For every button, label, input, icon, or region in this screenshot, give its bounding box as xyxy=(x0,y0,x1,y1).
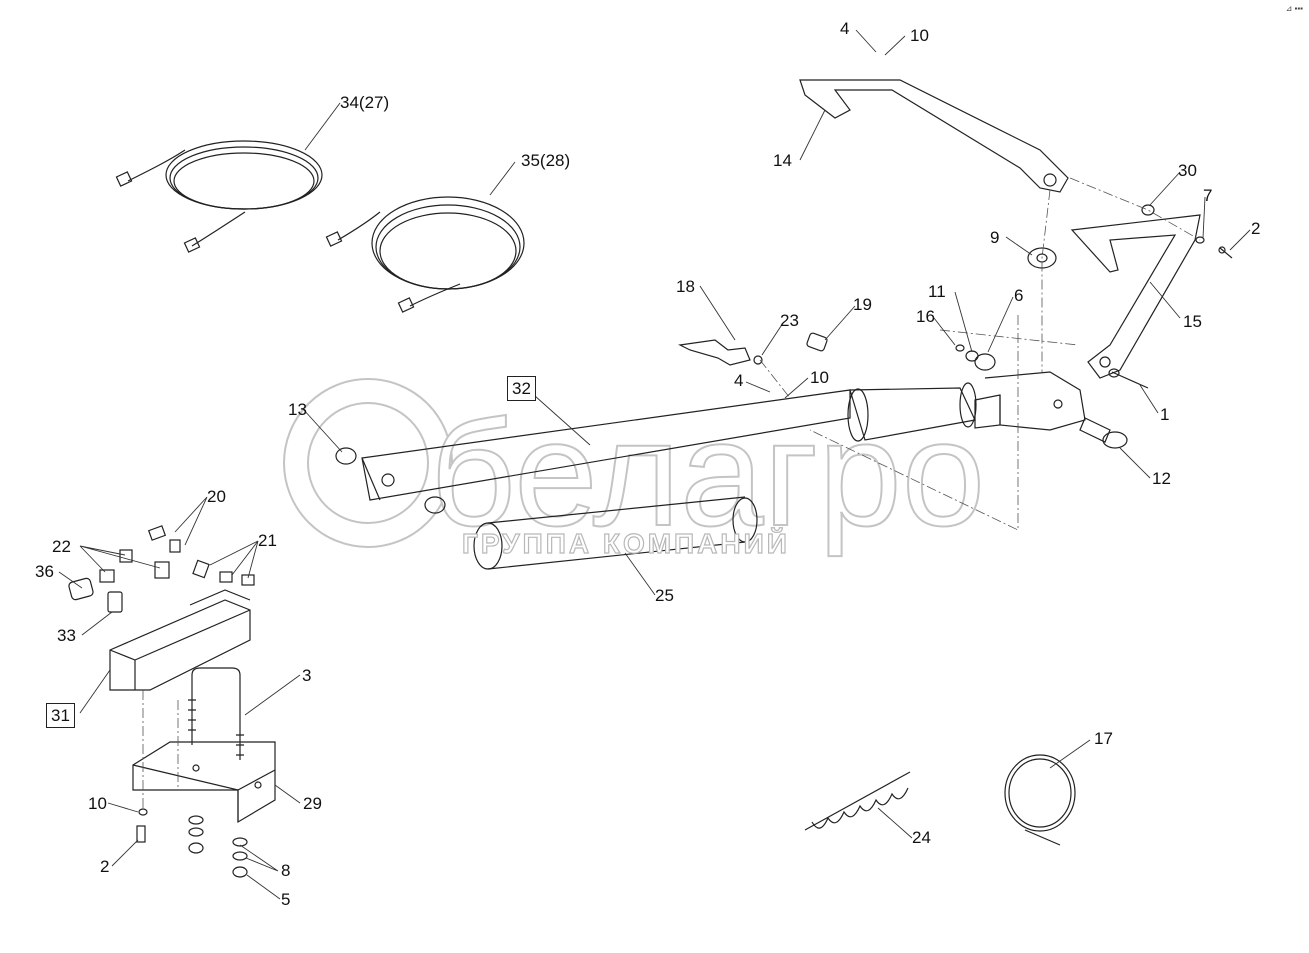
bracket-14 xyxy=(799,79,1069,193)
washer-11 xyxy=(965,350,979,362)
washer-10-bottom xyxy=(138,808,148,816)
clamp-17 xyxy=(1004,754,1076,846)
callout-34: 34(27) xyxy=(340,93,390,112)
bushing-13b xyxy=(424,496,446,514)
callout-12: 12 xyxy=(1152,469,1171,488)
callout-23: 23 xyxy=(780,311,799,330)
callout-25: 25 xyxy=(655,586,674,605)
bolt-2-bottom xyxy=(136,825,146,843)
callout-16: 16 xyxy=(916,307,935,326)
fitting-20 xyxy=(147,525,181,553)
washer-6 xyxy=(974,353,996,371)
callout-6: 6 xyxy=(1014,286,1024,305)
callout-2-bottom: 2 xyxy=(100,857,110,876)
callout-35: 35(28) xyxy=(521,151,571,170)
callout-20: 20 xyxy=(207,487,226,506)
nut-5 xyxy=(188,842,248,878)
block-31 xyxy=(109,589,251,691)
callout-14: 14 xyxy=(773,151,792,170)
callout-19: 19 xyxy=(853,295,872,314)
callout-4-top: 4 xyxy=(840,19,850,38)
washer-7 xyxy=(1195,236,1205,244)
callout-7: 7 xyxy=(1203,186,1213,205)
callout-31: 31 xyxy=(46,703,75,728)
callout-2-top: 2 xyxy=(1251,219,1261,238)
callout-10-bottom: 10 xyxy=(88,794,107,813)
callout-33: 33 xyxy=(57,626,76,645)
corner-mark: ⊿ ▪▪▪ xyxy=(1285,4,1303,13)
callout-11: 11 xyxy=(928,282,946,301)
callout-17: 17 xyxy=(1094,729,1113,748)
valve-18 xyxy=(678,339,763,366)
leader-lines xyxy=(58,29,1251,900)
plate-29 xyxy=(132,741,276,824)
callout-1: 1 xyxy=(1160,405,1170,424)
fitting-22 xyxy=(99,549,170,583)
hose-34 xyxy=(115,140,323,253)
fitting-33 xyxy=(107,591,123,613)
callout-9: 9 xyxy=(990,228,1000,247)
tube-25 xyxy=(473,496,758,570)
callout-3: 3 xyxy=(302,666,312,685)
u-bolt-3 xyxy=(188,667,244,760)
callout-30: 30 xyxy=(1178,161,1197,180)
callout-21: 21 xyxy=(258,531,277,550)
callout-5: 5 xyxy=(281,890,291,909)
watermark-brand: белагро xyxy=(430,389,985,557)
pin-12 xyxy=(1079,417,1128,449)
callout-15: 15 xyxy=(1183,312,1202,331)
watermark-tagline: ГРУППА КОМПАНИЙ xyxy=(461,527,790,559)
center-lines xyxy=(142,177,1201,808)
callout-10-mid: 10 xyxy=(810,368,829,387)
callout-13: 13 xyxy=(288,400,307,419)
callout-10-top: 10 xyxy=(910,26,929,45)
hose-35 xyxy=(325,196,525,313)
washer-30 xyxy=(1141,204,1155,216)
callout-36: 36 xyxy=(35,562,54,581)
fitting-36 xyxy=(68,577,94,601)
callout-18: 18 xyxy=(676,277,695,296)
callout-4-mid: 4 xyxy=(734,371,744,390)
callout-29: 29 xyxy=(303,794,322,813)
bracket-15 xyxy=(1070,214,1201,379)
bushing-13a xyxy=(335,447,357,465)
callout-32: 32 xyxy=(507,376,536,401)
nut-16 xyxy=(955,344,965,352)
callout-22: 22 xyxy=(52,537,71,556)
cylinder-32 xyxy=(361,371,1086,501)
fitting-21 xyxy=(192,559,255,586)
watermark-logo xyxy=(283,378,453,548)
fitting-19 xyxy=(806,332,828,352)
washers-8 xyxy=(188,815,248,861)
bolt-2-top xyxy=(1218,246,1233,259)
callout-8: 8 xyxy=(281,861,291,880)
spiral-guard-24 xyxy=(804,771,911,831)
bolt-1 xyxy=(1108,368,1149,389)
callout-24: 24 xyxy=(912,828,931,847)
